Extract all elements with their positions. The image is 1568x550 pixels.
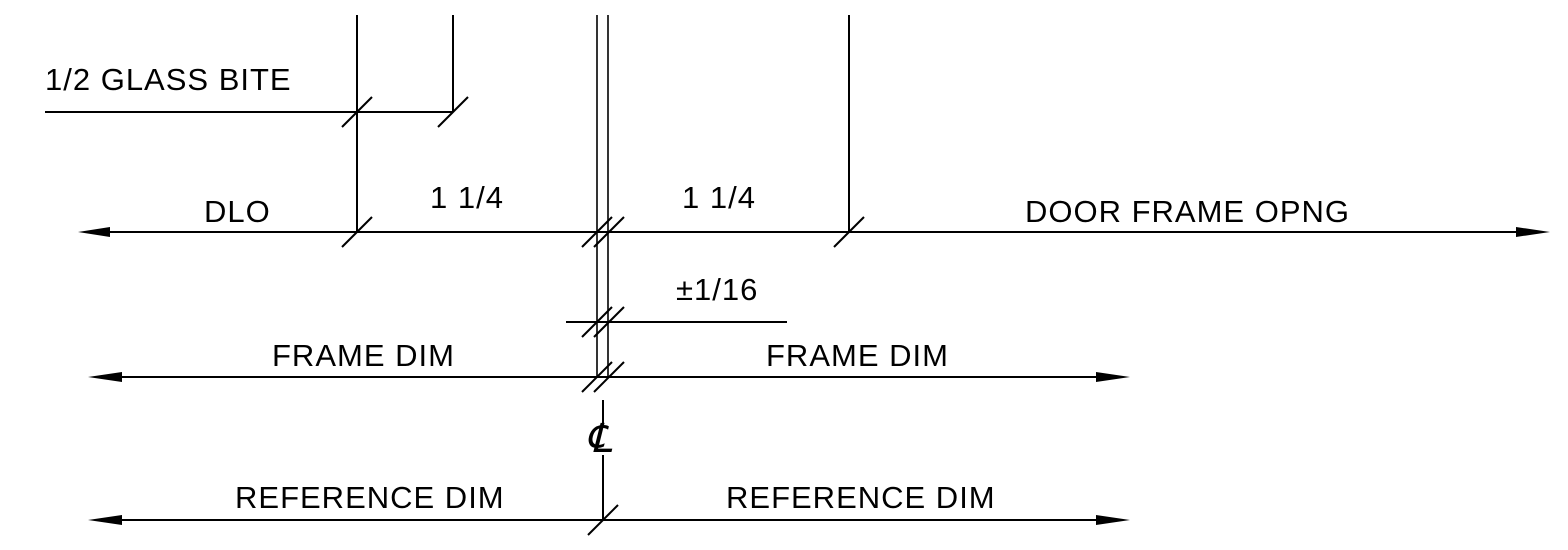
tick-main-mullion-left xyxy=(581,216,613,248)
tick-frame-left xyxy=(581,361,613,393)
arrowhead-main-left xyxy=(78,227,110,237)
tick-reference-center xyxy=(587,504,619,536)
tick-glass-bite-left xyxy=(341,96,373,128)
tick-main-dlo xyxy=(341,216,373,248)
arrowhead-frame-left xyxy=(88,372,122,382)
tick-main-mullion-right xyxy=(593,216,625,248)
tolerance-label: ±1/16 xyxy=(676,272,758,307)
tick-tolerance-right xyxy=(593,306,625,338)
arrowhead-frame-right xyxy=(1096,372,1130,382)
dlo-label: DLO xyxy=(204,194,271,229)
reference-dim-right-label: REFERENCE DIM xyxy=(726,480,996,515)
arrowhead-reference-right xyxy=(1096,515,1130,525)
frame-dim-left-label: FRAME DIM xyxy=(272,338,455,373)
glass-bite-label: 1/2 GLASS BITE xyxy=(45,62,292,97)
arrowhead-reference-left xyxy=(88,515,122,525)
centerline-symbol: ℄ xyxy=(586,416,613,462)
arrowhead-main-right xyxy=(1516,227,1550,237)
door-frame-opening-label: DOOR FRAME OPNG xyxy=(1025,194,1350,229)
tick-glass-bite-right xyxy=(437,96,469,128)
right-dim-label: 1 1/4 xyxy=(682,180,756,215)
tick-main-door-frame xyxy=(833,216,865,248)
reference-dim-left-label: REFERENCE DIM xyxy=(235,480,505,515)
tick-frame-right xyxy=(593,361,625,393)
tick-tolerance-left xyxy=(581,306,613,338)
left-dim-label: 1 1/4 xyxy=(430,180,504,215)
frame-dim-right-label: FRAME DIM xyxy=(766,338,949,373)
